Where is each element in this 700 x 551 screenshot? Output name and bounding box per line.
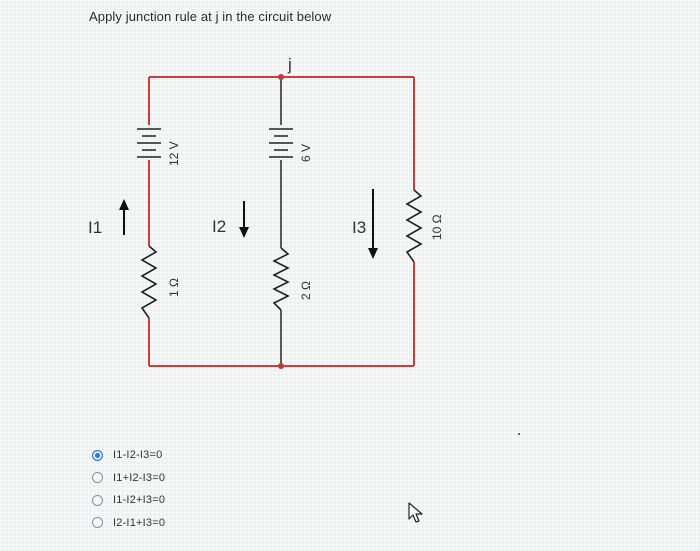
middle-battery bbox=[269, 128, 293, 158]
middle-resistor bbox=[272, 247, 290, 311]
option-4[interactable]: I2-I1+I3=0 bbox=[92, 512, 165, 535]
option-label: I1-I2+I3=0 bbox=[113, 494, 166, 507]
middle-battery-label: 6 V bbox=[299, 144, 313, 162]
option-label: I1-I2-I3=0 bbox=[113, 449, 163, 462]
option-label: I2-I1+I3=0 bbox=[113, 516, 166, 529]
option-3[interactable]: I1-I2+I3=0 bbox=[92, 489, 165, 512]
middle-resistor-label: 2 Ω bbox=[299, 281, 313, 300]
left-battery-label: 12 V bbox=[167, 141, 181, 166]
left-resistor-label: 1 Ω bbox=[167, 278, 181, 297]
option-2[interactable]: I1+I2-I3=0 bbox=[92, 467, 165, 490]
radio-selected-icon[interactable] bbox=[92, 449, 103, 461]
right-resistor-label: 10 Ω bbox=[430, 214, 444, 240]
option-1[interactable]: I1-I2-I3=0 bbox=[92, 444, 165, 467]
junction-label: j bbox=[287, 55, 292, 74]
option-label: I1+I2-I3=0 bbox=[113, 471, 166, 484]
junction-dot bbox=[278, 74, 284, 80]
arrow-i2-icon bbox=[239, 201, 249, 238]
left-resistor bbox=[140, 245, 158, 319]
current-label-i2: I2 bbox=[212, 217, 226, 236]
radio-icon[interactable] bbox=[92, 494, 103, 506]
radio-icon[interactable] bbox=[92, 472, 103, 484]
radio-icon[interactable] bbox=[92, 517, 103, 529]
mouse-pointer-icon bbox=[408, 502, 423, 523]
question-text: Apply junction rule at j in the circuit … bbox=[89, 9, 332, 24]
stray-mark bbox=[518, 433, 520, 435]
current-label-i1: I1 bbox=[88, 218, 102, 237]
left-battery bbox=[137, 128, 161, 158]
answer-options: I1-I2-I3=0 I1+I2-I3=0 I1-I2+I3=0 I2-I1+I… bbox=[92, 444, 165, 534]
arrow-i3-icon bbox=[368, 189, 378, 259]
current-label-i3: I3 bbox=[352, 218, 366, 237]
bottom-node-dot bbox=[278, 363, 284, 369]
arrow-i1-icon bbox=[119, 199, 129, 235]
right-resistor bbox=[405, 189, 423, 263]
